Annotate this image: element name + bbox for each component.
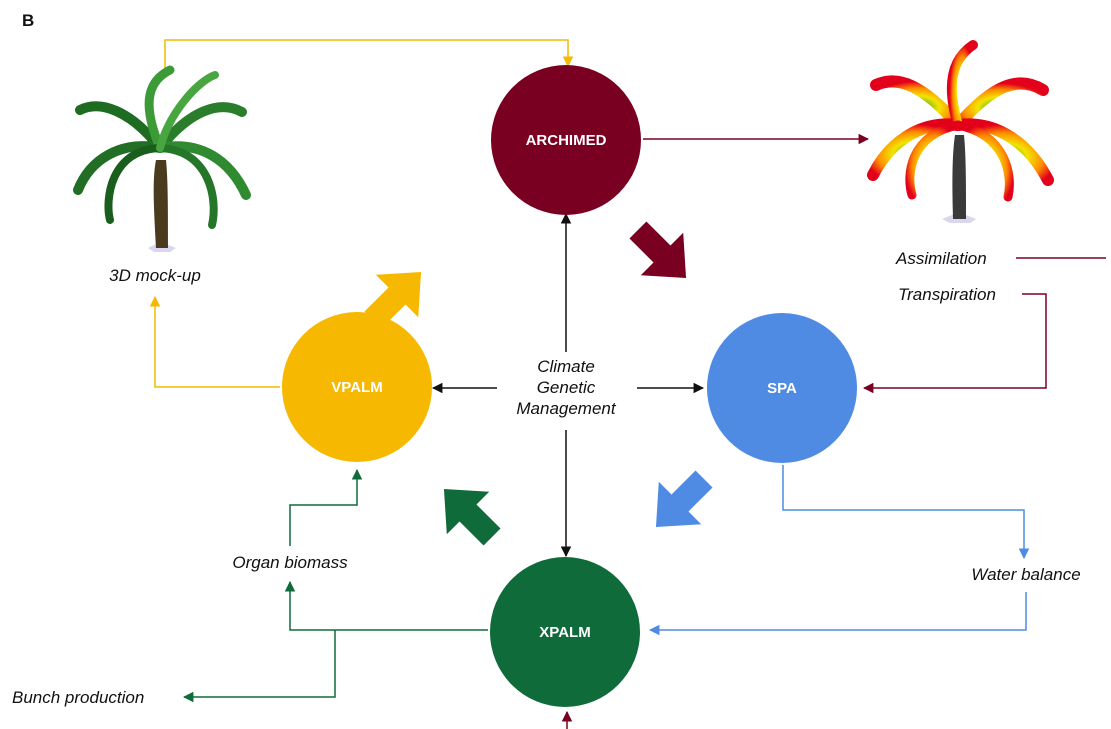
- label-bunch-production: Bunch production: [12, 688, 144, 707]
- label-water-balance: Water balance: [971, 565, 1080, 584]
- arrow-xpalm-to-bunch-production: [182, 630, 336, 703]
- arrow-transpiration-to-spa: [862, 293, 1047, 394]
- arrow-spa-to-water-balance: [782, 465, 1030, 560]
- node-xpalm: XPALM: [490, 557, 640, 707]
- arrow-water-balance-to-xpalm: [648, 592, 1027, 636]
- center-line-climate: Climate: [537, 357, 595, 376]
- block-arrows: [364, 221, 713, 546]
- panel-label: B: [22, 11, 34, 30]
- block-arrow-archimed-to-spa: [629, 221, 687, 279]
- node-archimed: ARCHIMED: [491, 65, 641, 215]
- node-spa: SPA: [707, 313, 857, 463]
- palm-tree-heatmap-icon: [867, 40, 1054, 223]
- node-archimed-label: ARCHIMED: [526, 132, 607, 149]
- arrow-organ-biomass-to-vpalm: [289, 468, 363, 546]
- node-vpalm-label: VPALM: [331, 379, 382, 396]
- node-vpalm: VPALM: [282, 312, 432, 462]
- palm-tree-3d-icon: [73, 65, 251, 252]
- block-arrow-xpalm-to-vpalm: [443, 488, 501, 546]
- label-organ-biomass: Organ biomass: [232, 553, 348, 572]
- arrow-vpalm-to-mockup: [149, 295, 280, 388]
- arrow-xpalm-to-organ-biomass: [284, 580, 488, 631]
- node-xpalm-label: XPALM: [539, 624, 590, 641]
- center-drivers: Climate Genetic Management: [516, 357, 617, 418]
- block-arrow-spa-to-xpalm: [655, 470, 713, 528]
- node-spa-label: SPA: [767, 380, 797, 397]
- label-3d-mockup: 3D mock-up: [109, 266, 201, 285]
- arrow-mockup-to-archimed: [164, 39, 574, 68]
- center-line-genetic: Genetic: [537, 378, 596, 397]
- connectors: [149, 39, 1106, 729]
- label-assimilation: Assimilation: [895, 249, 987, 268]
- label-transpiration: Transpiration: [898, 285, 996, 304]
- block-arrow-vpalm-to-archimed: [364, 271, 422, 329]
- center-line-management: Management: [516, 399, 617, 418]
